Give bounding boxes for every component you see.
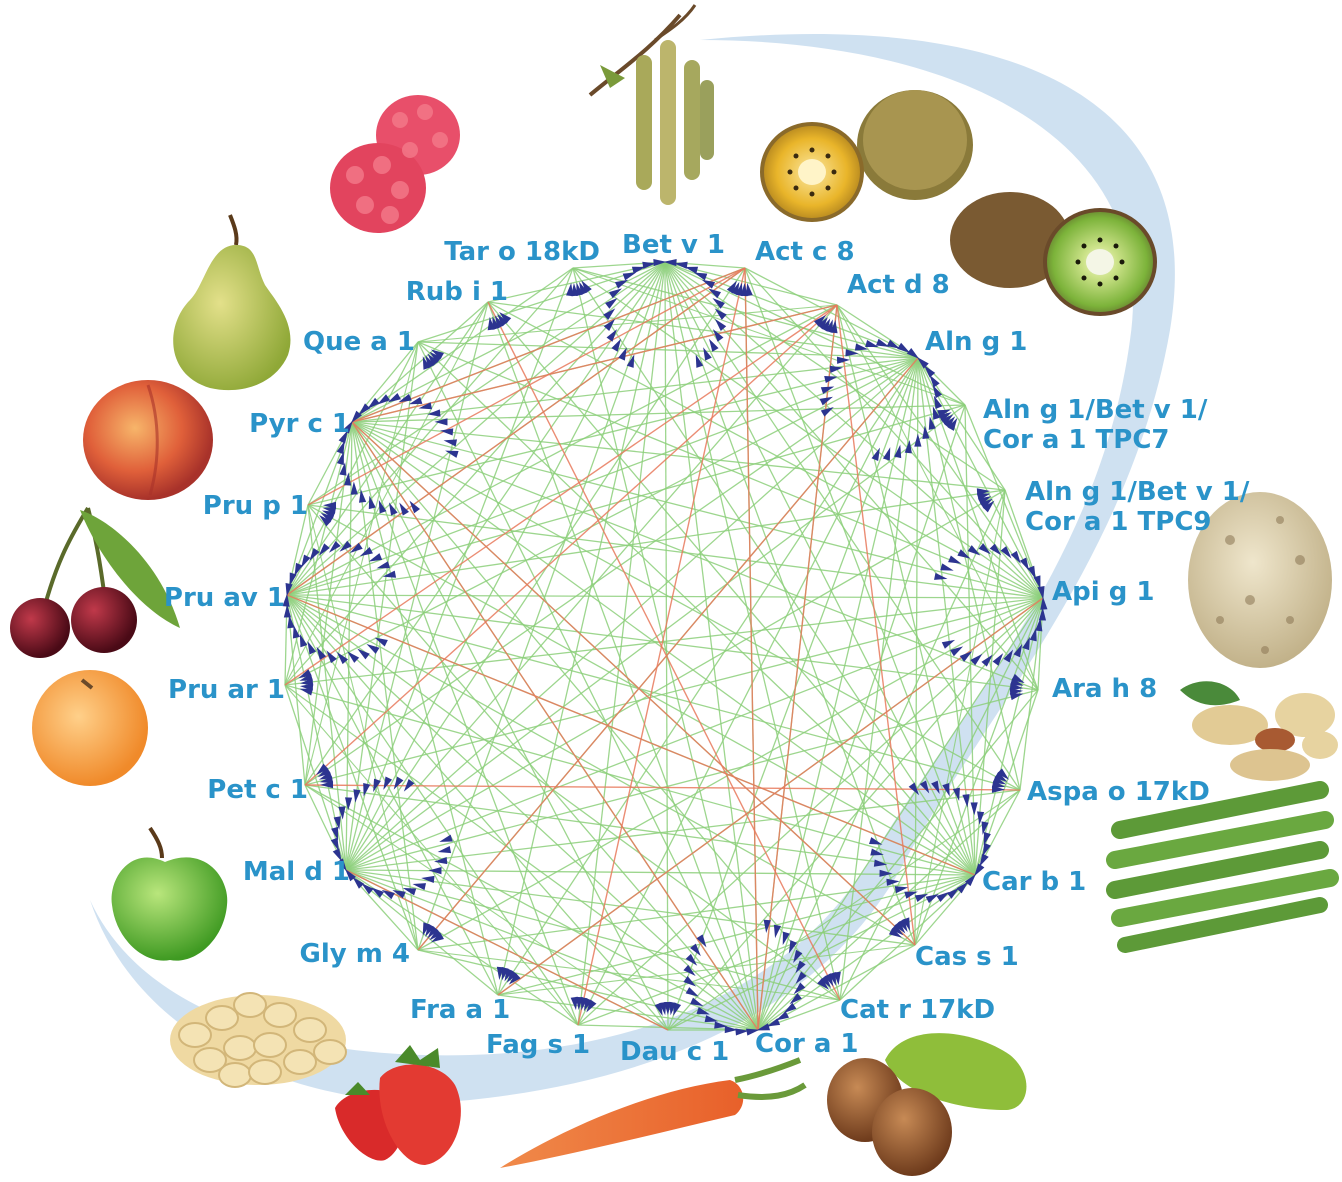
label-cat-r-17kd: Cat r 17kD [840,995,995,1025]
arrowhead [942,640,955,649]
green-cross-reactivity-links [285,262,1043,1030]
arrowhead [300,634,307,647]
pear-icon [173,215,290,390]
arrowhead [979,853,988,866]
green-link [287,595,1043,598]
arrowhead [623,273,636,281]
peanut-icon [1180,681,1338,781]
raspberry-icon [330,95,460,233]
arrowhead [924,365,935,377]
green-link [287,595,1020,790]
label-gly-m-4: Gly m 4 [300,939,411,969]
arrowhead [331,827,338,840]
label-que-a-1: Que a 1 [303,327,415,357]
green-link [346,358,918,870]
arrowhead [421,876,434,883]
arrowhead [934,573,947,580]
arrowhead [686,987,699,997]
arrowhead [703,347,712,360]
arrowhead [673,1002,681,1015]
label-aln-tpc7: Aln g 1/Bet v 1/Cor a 1 TPC7 [983,395,1208,455]
arrowhead [950,646,963,656]
green-link [488,302,758,1030]
arrowhead [607,329,617,342]
arrowhead [615,280,628,289]
asparagus-icon [1115,790,1330,945]
arrowhead [301,555,310,568]
label-bet-v-1: Bet v 1 [622,230,725,260]
arrowhead [914,434,921,447]
arrowhead [929,375,939,388]
birch-catkin-icon [590,5,714,205]
arrowhead [300,689,313,696]
label-act-c-8: Act c 8 [755,237,855,267]
arrowhead [948,555,961,563]
green-link [665,262,668,1030]
peach-icon [83,380,213,500]
label-tar-o-18kd: Tar o 18kD [444,237,600,267]
arrowhead [353,789,360,802]
red-link [352,422,915,945]
arrowhead [383,777,392,790]
label-pet-c-1: Pet c 1 [207,775,308,805]
arrowhead [971,802,978,815]
label-ara-h-8: Ara h 8 [1052,674,1157,704]
arrowhead [438,846,451,853]
label-aspa-o-17kd: Aspa o 17kD [1027,777,1210,807]
label-pru-p-1: Pru p 1 [203,491,308,521]
arrowhead [345,797,352,810]
label-api-g-1: Api g 1 [1052,577,1154,607]
green-link [418,305,837,342]
label-act-d-8: Act d 8 [847,270,950,300]
apricot-icon [32,670,148,786]
label-aln-g-1: Aln g 1 [925,327,1027,357]
arrowhead [605,298,618,309]
green-link [305,785,668,1030]
arrowhead [439,835,452,842]
gold-kiwi-icon [762,90,973,220]
arrowhead [377,561,390,568]
arrowhead [915,894,928,902]
label-pyr-c-1: Pyr c 1 [249,409,350,439]
label-pru-ar-1: Pru ar 1 [168,675,285,705]
arrowhead [940,563,953,570]
label-fag-s-1: Fag s 1 [486,1030,590,1060]
label-car-b-1: Car b 1 [982,867,1086,897]
arrowhead [824,376,837,383]
label-cor-a-1: Cor a 1 [755,1029,859,1059]
label-mal-d-1: Mal d 1 [243,857,350,887]
label-cas-s-1: Cas s 1 [915,942,1019,972]
arrowhead [394,777,404,790]
green-link [352,422,578,1025]
green-link [346,268,745,870]
cherry-icon [10,508,180,658]
label-rub-i-1: Rub i 1 [406,277,508,307]
label-dau-c-1: Dau c 1 [620,1037,729,1067]
green-apple-icon [112,828,228,961]
green-link [305,598,1043,785]
label-pru-av-1: Pru av 1 [164,583,285,613]
arrowhead [947,888,959,899]
arrowhead [363,783,370,796]
label-fra-a-1: Fra a 1 [410,995,510,1025]
